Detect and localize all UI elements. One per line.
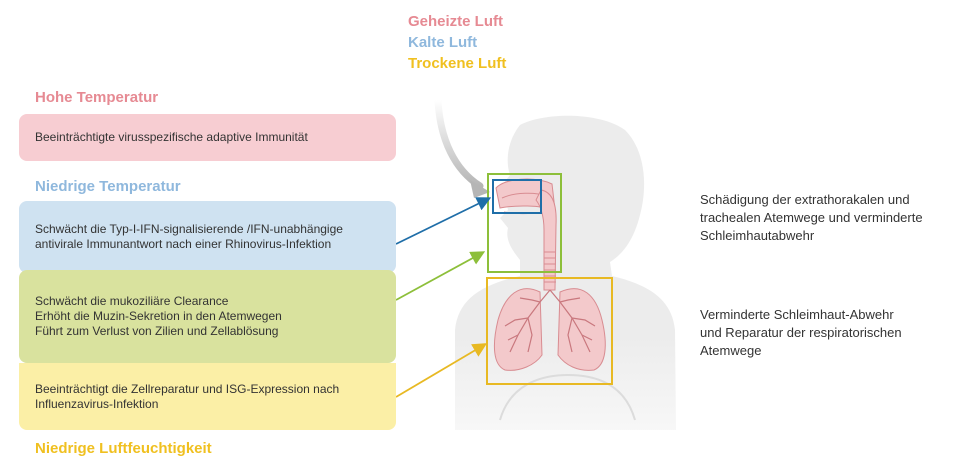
mucociliary-line-2: Erhöht die Muzin-Sekretion in den Atemwe… [35, 309, 282, 323]
lungs [493, 288, 606, 371]
box-low-humidity: Beeinträchtigt die Zellreparatur und ISG… [19, 363, 396, 430]
box-mucociliary: Schwächt die mukoziliäre Clearance Erhöh… [19, 270, 396, 363]
mucociliary-line-1: Schwächt die mukoziliäre Clearance [35, 294, 229, 308]
arrow-low-temp [395, 197, 492, 245]
effect-upper-line-1: Schädigung der extrathorakalen und [700, 192, 910, 207]
box-low-temperature: Schwächt die Typ-I-IFN-signalisierende /… [19, 201, 396, 273]
lower-airway-frame [486, 277, 613, 385]
low-temp-line-2: antivirale Immunantwort nach einer Rhino… [35, 237, 332, 251]
effect-lower-airway: Verminderte Schleimhaut-Abwehr und Repar… [700, 306, 970, 360]
title-low-humidity: Niedrige Luftfeuchtigkeit [35, 440, 212, 457]
title-high-temperature: Hohe Temperatur [35, 89, 159, 106]
effect-upper-line-2: trachealen Atemwege und verminderte [700, 210, 923, 225]
mucociliary-line-3: Führt zum Verlust von Zilien und Zellabl… [35, 324, 279, 338]
effect-upper-line-3: Schleimhautabwehr [700, 228, 815, 243]
high-temp-line-1: Beeinträchtigte virusspezifische adaptiv… [35, 130, 308, 144]
box-high-temperature: Beeinträchtigte virusspezifische adaptiv… [19, 114, 396, 161]
low-temp-line-1: Schwächt die Typ-I-IFN-signalisierende /… [35, 222, 343, 236]
air-inflow-arrow [434, 96, 490, 198]
effect-lower-line-3: Atemwege [700, 343, 762, 358]
title-low-temperature: Niedrige Temperatur [35, 178, 181, 195]
effect-upper-airway: Schädigung der extrathorakalen und trach… [700, 191, 970, 245]
effect-lower-line-2: und Reparatur der respiratorischen [700, 325, 902, 340]
arrow-low-humidity [395, 343, 488, 398]
nasal-frame [492, 179, 542, 214]
legend-dry-air: Trockene Luft [408, 55, 507, 72]
effect-lower-line-1: Verminderte Schleimhaut-Abwehr [700, 307, 894, 322]
low-humidity-line-2: Influenzavirus-Infektion [35, 396, 159, 411]
low-humidity-line-1: Beeinträchtigt die Zellreparatur und ISG… [35, 381, 340, 396]
upper-airway-frame [487, 173, 562, 273]
trachea [535, 189, 557, 291]
legend-cold-air: Kalte Luft [408, 34, 478, 51]
arrow-mucociliary [395, 251, 486, 301]
legend-heated-air: Geheizte Luft [408, 13, 504, 30]
